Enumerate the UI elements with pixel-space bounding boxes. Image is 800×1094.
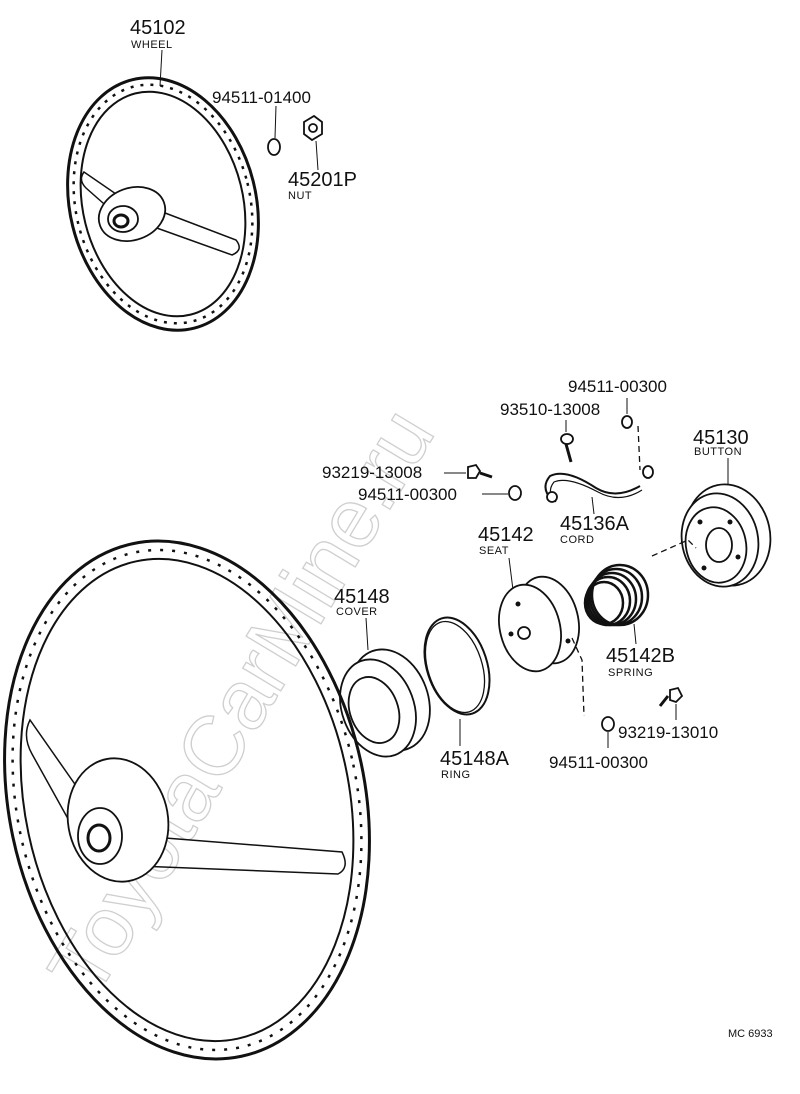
horn-seat-icon [498,575,580,673]
washer-icon [601,716,615,732]
nut-icon [303,114,323,142]
part-name-cord: CORD [560,534,594,546]
steering-wheel-bottom [3,539,371,1061]
part-number-94511-00300-c: 94511-00300 [549,753,648,772]
washer-icon [508,485,522,501]
part-number-45148: 45148 [334,586,390,608]
part-name-nut: NUT [288,190,312,202]
figure-code: MC 6933 [728,1028,773,1040]
part-name-button: BUTTON [694,446,742,458]
part-number-93219-13008: 93219-13008 [322,463,422,482]
cord-icon [544,465,654,503]
part-name-spring: SPRING [608,667,653,679]
steering-wheel-top [66,76,260,332]
bolt-icon [658,686,684,707]
part-number-45142b: 45142B [606,645,675,667]
washer-icon [267,138,281,156]
part-number-94511-01400: 94511-01400 [212,88,311,107]
cover-icon [339,648,431,758]
part-number-94511-00300-a: 94511-00300 [568,377,667,396]
part-name-seat: SEAT [479,545,509,557]
part-number-45130: 45130 [693,427,749,449]
part-number-45201p: 45201P [288,169,357,191]
part-name-cover: COVER [336,606,378,618]
part-number-94511-00300-b: 94511-00300 [358,485,457,504]
part-number-45148a: 45148A [440,748,510,770]
part-number-45102: 45102 [130,17,186,39]
snap-ring-icon [423,616,491,716]
horn-button-icon [680,483,772,588]
part-number-45136a: 45136A [560,513,630,535]
part-name-wheel: WHEEL [131,39,173,51]
part-number-45142: 45142 [478,524,534,546]
bolt-icon [467,463,493,479]
screw-icon [560,433,574,463]
part-number-93510-13008: 93510-13008 [500,400,600,419]
part-number-93219-13010: 93219-13010 [618,723,718,742]
part-name-ring: RING [441,769,471,781]
contact-spring-icon [583,563,650,627]
washer-icon [621,415,633,429]
